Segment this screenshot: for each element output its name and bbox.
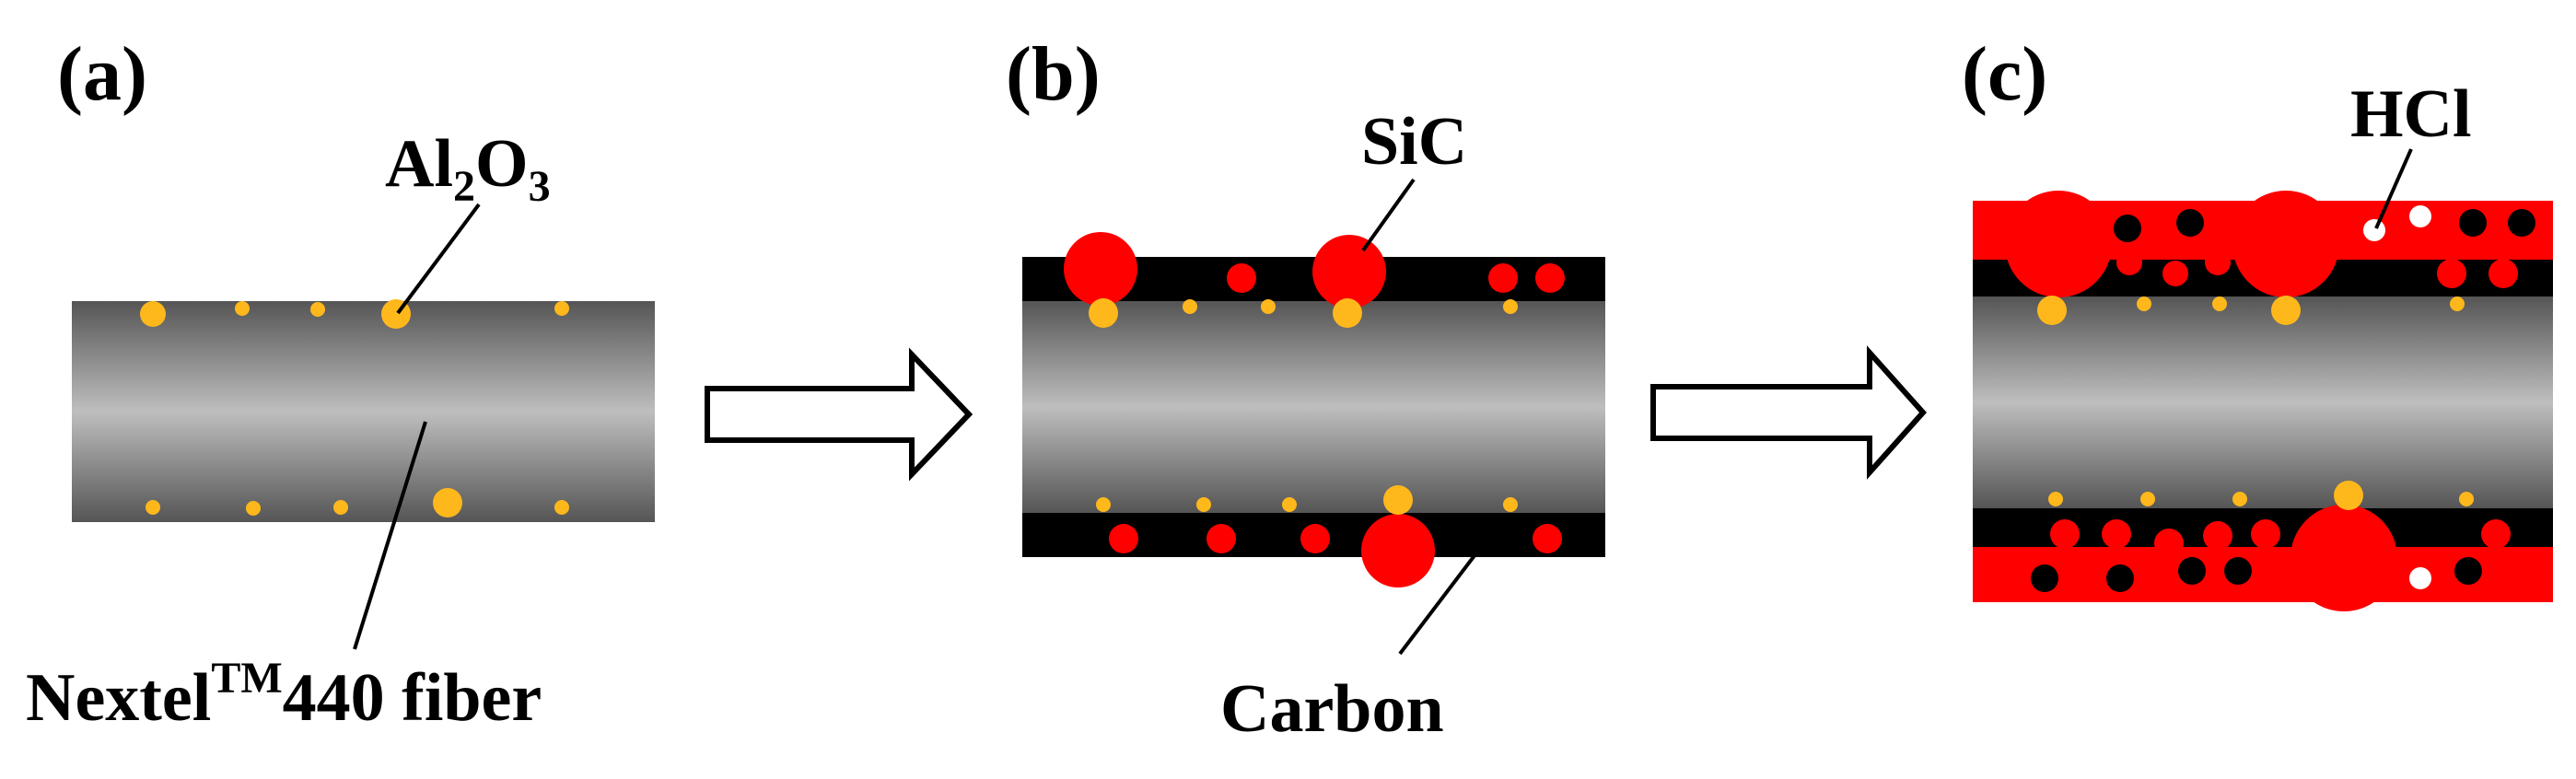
carbon-particle [2422,511,2450,539]
sic-particle [1533,524,1562,553]
sic-particle [1361,514,1435,587]
al2o3-particle [140,301,166,327]
fiber-leader-line [353,421,427,650]
sic-particle [1312,235,1386,308]
carbon-particle [2176,209,2204,237]
al2o3-particle [554,301,569,316]
sic-particle [2290,505,2397,611]
al2o3-particle [310,302,325,317]
al2o3-particle [2137,296,2151,311]
sic-leader-line [1361,178,1416,252]
al2o3-particle [1383,485,1413,515]
carbon-particle [2459,209,2487,237]
al2o3-particle [146,500,160,515]
al2o3-particle [2037,296,2067,325]
al2o3-particle [333,500,348,515]
al2o3-particles-c [2037,296,2474,510]
al2o3-particle [1183,299,1197,314]
carbon-particles-c [2031,209,2535,592]
al2o3-particle [2271,296,2301,325]
fiber-c [1973,296,2553,508]
hcl-particles-c [2363,205,2431,589]
al2o3-particle [2459,492,2474,506]
hcl-label: HCl [2350,76,2472,152]
sic-particles-c [2005,191,2518,611]
panel-b: (b) SiC [1006,31,1605,747]
carbon-particle [2224,557,2252,585]
sic-particle [2154,529,2184,558]
al2o3-particle [246,501,261,516]
fiber-b [1022,301,1605,513]
hcl-particle [2409,567,2431,589]
sic-particle [2437,259,2466,288]
sic-particle [1488,263,1518,293]
sic-particle [2481,519,2511,549]
sic-particles-b [1064,232,1565,587]
panel-c: (c) [1962,31,2553,611]
sic-particle [1300,524,1330,553]
al2o3-particle [2450,296,2465,311]
al2o3-particle [1089,298,1118,328]
sic-particle [2162,261,2188,286]
al2o3-particles-b [1089,298,1518,515]
al2o3-particles-a [140,299,569,517]
al2o3-particle [2232,492,2247,506]
hcl-particle [2409,205,2431,227]
panel-c-label: (c) [1962,31,2047,117]
sic-particle [1227,263,1256,293]
panel-b-label: (b) [1006,31,1101,117]
al2o3-particle [2048,492,2063,506]
sic-particle [2116,250,2142,275]
al2o3-particle [1333,298,1362,328]
al2o3-particle [1096,497,1111,512]
sic-particle [2205,250,2231,275]
al2o3-leader-line [396,203,481,315]
sic-particle [1535,263,1565,293]
sic-particle [1206,524,1236,553]
sic-particle [1109,524,1138,553]
al2o3-particle [1282,497,1297,512]
fiber-a [72,301,655,522]
al2o3-particle [2140,492,2155,506]
al2o3-particle [1261,299,1276,314]
panel-a: (a) Al2O3 NextelTM440 fiber [26,31,655,736]
carbon-particle [2106,564,2134,592]
al2o3-particle [1503,299,1518,314]
sic-particle [2005,191,2112,297]
carbon-particle [2454,557,2482,585]
carbon-particle [2031,564,2058,592]
al2o3-particle [1196,497,1211,512]
sic-particle [2050,519,2080,549]
carbon-particle [2114,215,2141,242]
al2o3-particle [1503,497,1518,512]
sic-label: SiC [1361,104,1467,180]
process-arrow-1 [705,347,973,482]
sic-particle [2251,519,2280,549]
hcl-particle [2363,219,2385,241]
al2o3-particle [2212,296,2227,311]
carbon-particle [2508,209,2535,237]
sic-particle [1064,232,1137,306]
carbon-particle [2178,557,2206,585]
panel-a-label: (a) [57,31,147,117]
sic-particle [2102,519,2131,549]
sic-particle [2203,521,2232,551]
al2o3-particle [433,488,462,517]
sic-particle [2489,259,2518,288]
al2o3-label: Al2O3 [385,126,551,211]
al2o3-particle [235,301,250,316]
carbon-leader-line [1398,552,1477,656]
process-arrow-2 [1650,345,1928,480]
al2o3-particle [554,500,569,515]
hcl-leader-line [2374,148,2413,229]
carbon-label: Carbon [1220,671,1444,747]
fiber-label: NextelTM440 fiber [26,654,542,736]
al2o3-particle [2334,481,2363,510]
sic-particle [2232,191,2339,297]
